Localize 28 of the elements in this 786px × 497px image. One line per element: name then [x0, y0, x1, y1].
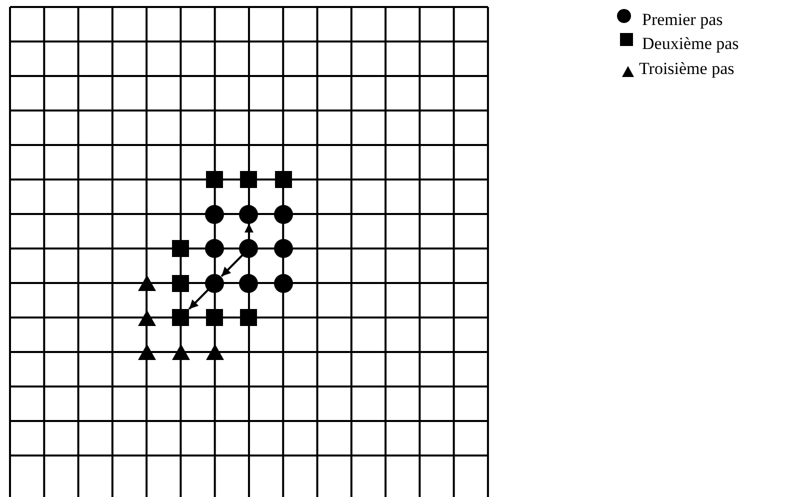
triangle-marker [172, 344, 190, 360]
circle-marker [239, 204, 258, 224]
arrow [188, 289, 209, 310]
circle-marker [239, 274, 258, 292]
square-marker [274, 171, 292, 188]
circle-marker [205, 239, 224, 258]
circle-marker [274, 204, 293, 224]
circle-marker [205, 204, 224, 224]
circle-marker [274, 274, 293, 292]
arrow [220, 254, 244, 277]
triangle-marker [138, 310, 156, 326]
square-marker [172, 240, 190, 257]
legend-label: Deuxième pas [642, 34, 739, 54]
circle-marker [239, 239, 258, 258]
arrow [244, 224, 254, 239]
square-marker [172, 309, 190, 326]
legend-label: Troisième pas [639, 59, 734, 79]
circle-marker [205, 274, 224, 292]
circle-marker [274, 239, 293, 258]
square-marker [240, 171, 258, 188]
legend-label: Premier pas [642, 10, 723, 30]
triangle-marker [138, 275, 156, 291]
square-marker [172, 274, 190, 292]
square-marker [206, 171, 224, 188]
triangle-marker [206, 344, 224, 360]
square-marker [240, 309, 258, 326]
square-marker [206, 309, 224, 326]
triangle-marker [138, 344, 156, 360]
